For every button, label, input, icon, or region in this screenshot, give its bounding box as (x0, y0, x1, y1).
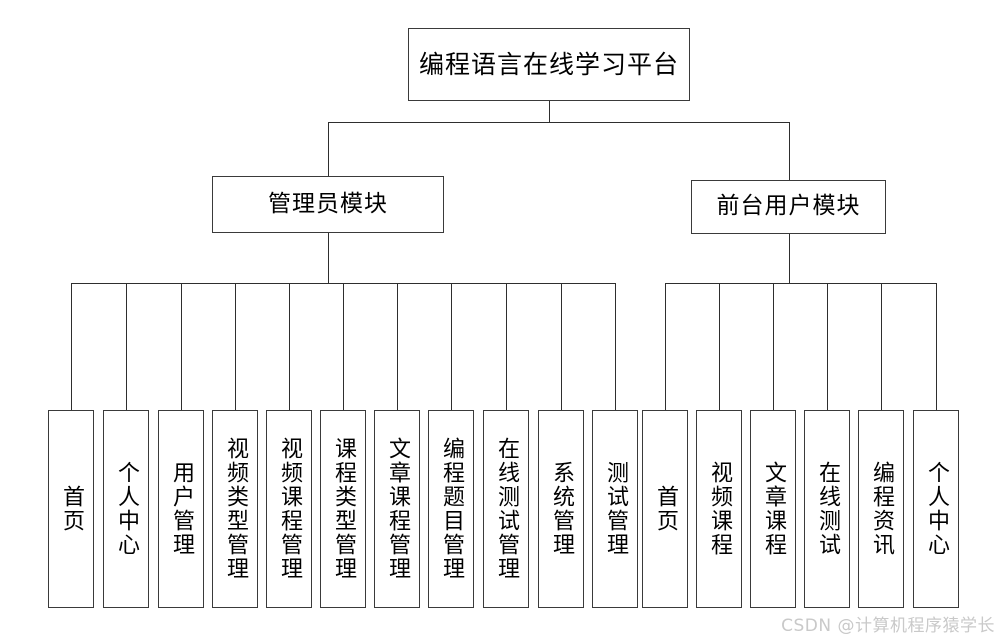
leaf-node-label: 在线测试管理 (493, 437, 519, 581)
leaf-node-label: 文章课程 (760, 461, 786, 557)
leaf-node-label: 系统管理 (548, 461, 574, 557)
leaf-node-label: 个人中心 (113, 461, 139, 557)
leaf-connector-line (936, 283, 937, 410)
leaf-connector-line (773, 283, 774, 410)
admin-drop-line (328, 122, 329, 176)
leaf-node-admin-2[interactable]: 个人中心 (103, 410, 149, 608)
leaf-node-label: 课程类型管理 (330, 437, 356, 581)
leaf-connector-line (561, 283, 562, 410)
module-node-user-label: 前台用户模块 (716, 193, 861, 220)
root-stem-line (549, 101, 550, 122)
leaf-connector-line (343, 283, 344, 410)
leaf-node-label: 在线测试 (814, 461, 840, 557)
module-node-user[interactable]: 前台用户模块 (691, 180, 886, 234)
leaf-node-admin-1[interactable]: 首页 (48, 410, 94, 608)
level2-bus-line (328, 122, 790, 123)
leaf-node-label: 个人中心 (923, 461, 949, 557)
leaf-node-label: 视频类型管理 (222, 437, 248, 581)
leaf-node-label: 编程题目管理 (438, 437, 464, 581)
leaf-node-user-6[interactable]: 个人中心 (913, 410, 959, 608)
leaf-connector-line (71, 283, 72, 410)
leaf-node-admin-7[interactable]: 文章课程管理 (374, 410, 420, 608)
leaf-node-label: 首页 (652, 485, 678, 533)
leaf-node-admin-4[interactable]: 视频类型管理 (212, 410, 258, 608)
leaf-connector-line (506, 283, 507, 410)
leaf-node-label: 测试管理 (602, 461, 628, 557)
leaf-node-label: 视频课程管理 (276, 437, 302, 581)
module-node-admin[interactable]: 管理员模块 (212, 176, 444, 233)
module-node-admin-label: 管理员模块 (268, 190, 388, 217)
root-node[interactable]: 编程语言在线学习平台 (408, 28, 690, 101)
leaf-connector-line (451, 283, 452, 410)
leaf-node-admin-8[interactable]: 编程题目管理 (428, 410, 474, 608)
leaf-node-admin-10[interactable]: 系统管理 (538, 410, 584, 608)
leaf-node-user-3[interactable]: 文章课程 (750, 410, 796, 608)
leaf-node-admin-3[interactable]: 用户管理 (158, 410, 204, 608)
leaf-connector-line (881, 283, 882, 410)
watermark: CSDN @计算机程序猿学长 (781, 616, 995, 636)
leaf-connector-line (397, 283, 398, 410)
user-leaf-bus-line (665, 283, 937, 284)
leaf-node-label: 首页 (58, 485, 84, 533)
leaf-connector-line (665, 283, 666, 410)
leaf-node-label: 用户管理 (168, 461, 194, 557)
leaf-node-admin-9[interactable]: 在线测试管理 (483, 410, 529, 608)
leaf-node-user-4[interactable]: 在线测试 (804, 410, 850, 608)
leaf-node-user-1[interactable]: 首页 (642, 410, 688, 608)
leaf-connector-line (615, 283, 616, 410)
leaf-connector-line (181, 283, 182, 410)
user-drop-line (789, 122, 790, 180)
user-stem-line (789, 234, 790, 283)
leaf-connector-line (126, 283, 127, 410)
leaf-node-admin-5[interactable]: 视频课程管理 (266, 410, 312, 608)
leaf-connector-line (289, 283, 290, 410)
leaf-node-user-2[interactable]: 视频课程 (696, 410, 742, 608)
leaf-node-label: 视频课程 (706, 461, 732, 557)
leaf-node-label: 文章课程管理 (384, 437, 410, 581)
root-node-label: 编程语言在线学习平台 (418, 49, 679, 79)
admin-stem-line (328, 233, 329, 283)
leaf-connector-line (235, 283, 236, 410)
leaf-connector-line (719, 283, 720, 410)
leaf-node-user-5[interactable]: 编程资讯 (858, 410, 904, 608)
leaf-node-admin-6[interactable]: 课程类型管理 (320, 410, 366, 608)
leaf-connector-line (827, 283, 828, 410)
leaf-node-label: 编程资讯 (868, 461, 894, 557)
leaf-node-admin-11[interactable]: 测试管理 (592, 410, 638, 608)
